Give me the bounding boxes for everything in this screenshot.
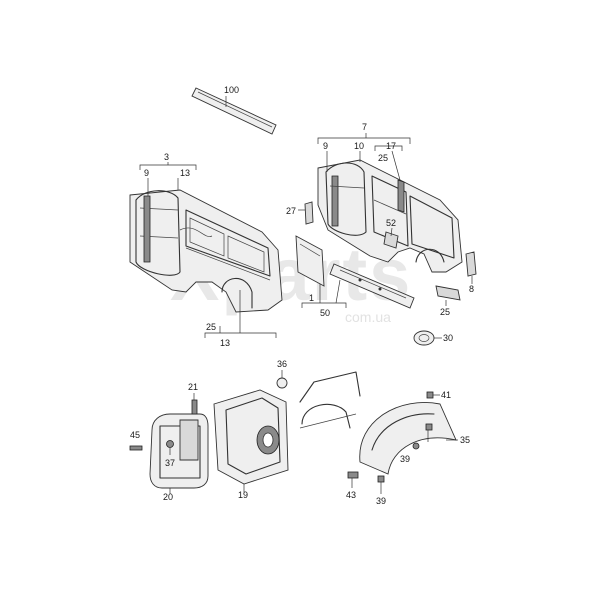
label-100: 100 [224, 85, 239, 95]
part-21-screw[interactable] [191, 399, 198, 415]
part-52-piece[interactable] [383, 231, 399, 249]
part-43-bolt[interactable] [347, 471, 359, 479]
part-100-strip[interactable] [191, 87, 277, 135]
label-41: 41 [441, 390, 451, 400]
label-45: 45 [130, 430, 140, 440]
part-30-grommet[interactable] [413, 330, 435, 346]
label-25-right: 25 [378, 153, 388, 163]
part-39-clip-upper[interactable] [425, 423, 433, 431]
part-20-fuel-flap[interactable] [149, 413, 209, 489]
part-41-clip[interactable] [426, 391, 434, 399]
label-10: 10 [354, 141, 364, 151]
part-3-left-side-panel[interactable] [129, 189, 283, 313]
label-20: 20 [163, 492, 173, 502]
label-13-lower: 13 [220, 338, 230, 348]
part-8-bracket[interactable] [465, 251, 477, 277]
part-35-wheelhouse-liner[interactable] [359, 402, 457, 475]
bracket-25-13 [204, 332, 277, 338]
bracket-7 [317, 137, 411, 144]
label-25-piece: 25 [440, 307, 450, 317]
label-39-lower: 39 [376, 496, 386, 506]
part-45-screw[interactable] [129, 445, 143, 451]
label-37: 37 [165, 458, 175, 468]
label-9: 9 [144, 168, 149, 178]
part-1-sill[interactable] [295, 235, 325, 287]
label-52: 52 [386, 218, 396, 228]
label-19: 19 [238, 490, 248, 500]
part-50-rocker[interactable] [329, 263, 415, 309]
label-3: 3 [164, 152, 169, 162]
label-8: 8 [469, 284, 474, 294]
label-1: 1 [309, 293, 314, 303]
part-39-clip-lower[interactable] [377, 475, 385, 483]
label-50: 50 [320, 308, 330, 318]
label-43: 43 [346, 490, 356, 500]
part-36-cap[interactable] [276, 377, 288, 389]
label-21: 21 [188, 382, 198, 392]
label-30: 30 [443, 333, 453, 343]
label-35: 35 [460, 435, 470, 445]
label-39-upper: 39 [400, 454, 410, 464]
watermark-subtext: com.ua [345, 309, 391, 325]
part-7-right-side-panel[interactable] [317, 159, 463, 273]
label-25: 25 [206, 322, 216, 332]
label-13: 13 [180, 168, 190, 178]
part-19-filler-housing[interactable] [213, 389, 289, 485]
bracket-1-50 [301, 302, 347, 308]
label-9-right: 9 [323, 141, 328, 151]
part-27-bracket[interactable] [304, 201, 314, 225]
label-7: 7 [362, 122, 367, 132]
part-25-piece[interactable] [435, 285, 461, 301]
body-outline-wheel-arch [299, 371, 361, 429]
label-17: 17 [386, 141, 396, 151]
label-27: 27 [286, 206, 296, 216]
label-36: 36 [277, 359, 287, 369]
